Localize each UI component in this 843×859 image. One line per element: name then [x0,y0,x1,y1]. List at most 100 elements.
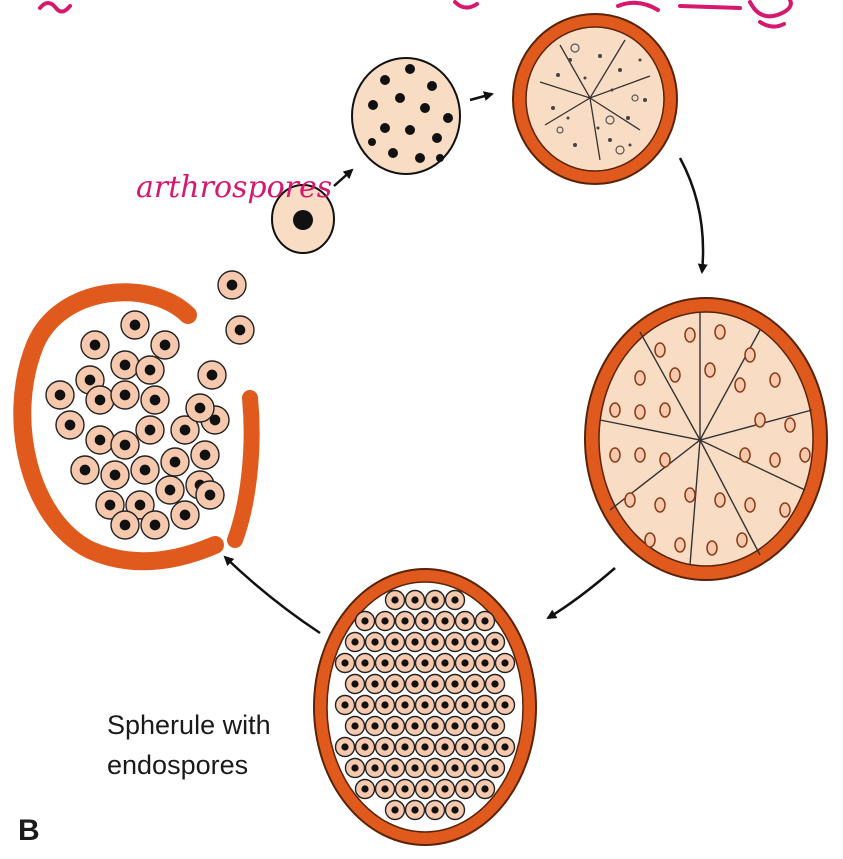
released-endospore [171,501,199,529]
spherule-label-line1: Spherule with [107,710,271,740]
spherule-label-line2: endospores [107,750,248,780]
endospore [406,675,425,694]
released-endospore [81,331,109,359]
endospore [416,654,435,673]
endospore [406,717,425,736]
segmented-spherule [585,298,827,580]
endospore [396,696,415,715]
endospore [496,738,515,757]
endospore [496,696,515,715]
endospore [386,591,405,610]
endospore [356,612,375,631]
released-endospore [196,481,224,509]
endospore [456,696,475,715]
endospore [416,780,435,799]
released-endospore [71,456,99,484]
ruptured-spherule [22,271,254,561]
endospore [426,591,445,610]
endospore [376,738,395,757]
endospore [366,675,385,694]
arrow-mature-to-ruptured [225,557,320,633]
released-endospore [86,426,114,454]
released-endospore [101,461,129,489]
endospore [416,738,435,757]
released-endospore [161,448,189,476]
released-endospore [111,511,139,539]
endospore [386,759,405,778]
endospore [446,801,465,820]
endospore [466,675,485,694]
endospore [346,759,365,778]
released-endospore [141,386,169,414]
released-endospore [156,476,184,504]
released-endospore [86,386,114,414]
arrow-rounded-to-young-spherule [470,94,492,100]
young-spherule [513,14,677,184]
endospore [426,759,445,778]
endospore [426,801,445,820]
endospore [386,717,405,736]
endospore [376,780,395,799]
endospore-cluster [336,591,515,820]
endospore [446,633,465,652]
endospore [456,612,475,631]
released-endospore [111,381,139,409]
handwritten-scribble-top [40,0,791,27]
released-endospore [151,331,179,359]
arthrospores-annotation: arthrospores [136,170,332,205]
endospore [466,633,485,652]
endospore [386,675,405,694]
endospore [476,696,495,715]
arrow-segmented-to-mature [548,568,615,618]
endospore [476,654,495,673]
endospore [336,654,355,673]
endospore [466,717,485,736]
endospore [396,612,415,631]
endospore [436,738,455,757]
endospore [426,675,445,694]
endospore [376,696,395,715]
endospore [446,759,465,778]
released-endospore [136,356,164,384]
released-endospore [111,431,139,459]
released-endospore [56,411,84,439]
endospore [446,717,465,736]
endospore [486,717,505,736]
endospore [486,675,505,694]
released-endospore [111,351,139,379]
endospore [376,612,395,631]
endospore [436,612,455,631]
endospore [396,780,415,799]
endospore [406,801,425,820]
endospore [336,696,355,715]
endospore [336,738,355,757]
endospore [346,633,365,652]
endospore [356,780,375,799]
endospore [386,801,405,820]
endospore [476,612,495,631]
endospore [396,654,415,673]
arrow-young-to-segmented [680,158,703,272]
endospore [356,696,375,715]
released-endospore [186,394,214,422]
endospore [396,738,415,757]
endospore [346,717,365,736]
endospore [366,717,385,736]
released-endospore [136,416,164,444]
endospore [426,633,445,652]
endospore [366,759,385,778]
endospore [436,696,455,715]
endospore [376,654,395,673]
endospore [366,633,385,652]
released-endospore [198,361,226,389]
endospore [476,738,495,757]
endospore [436,654,455,673]
released-endospore [141,511,169,539]
panel-letter: B [18,814,40,847]
endospore [446,675,465,694]
released-endospore [218,271,246,299]
released-endospore [131,456,159,484]
endospore [356,738,375,757]
endospore [486,633,505,652]
